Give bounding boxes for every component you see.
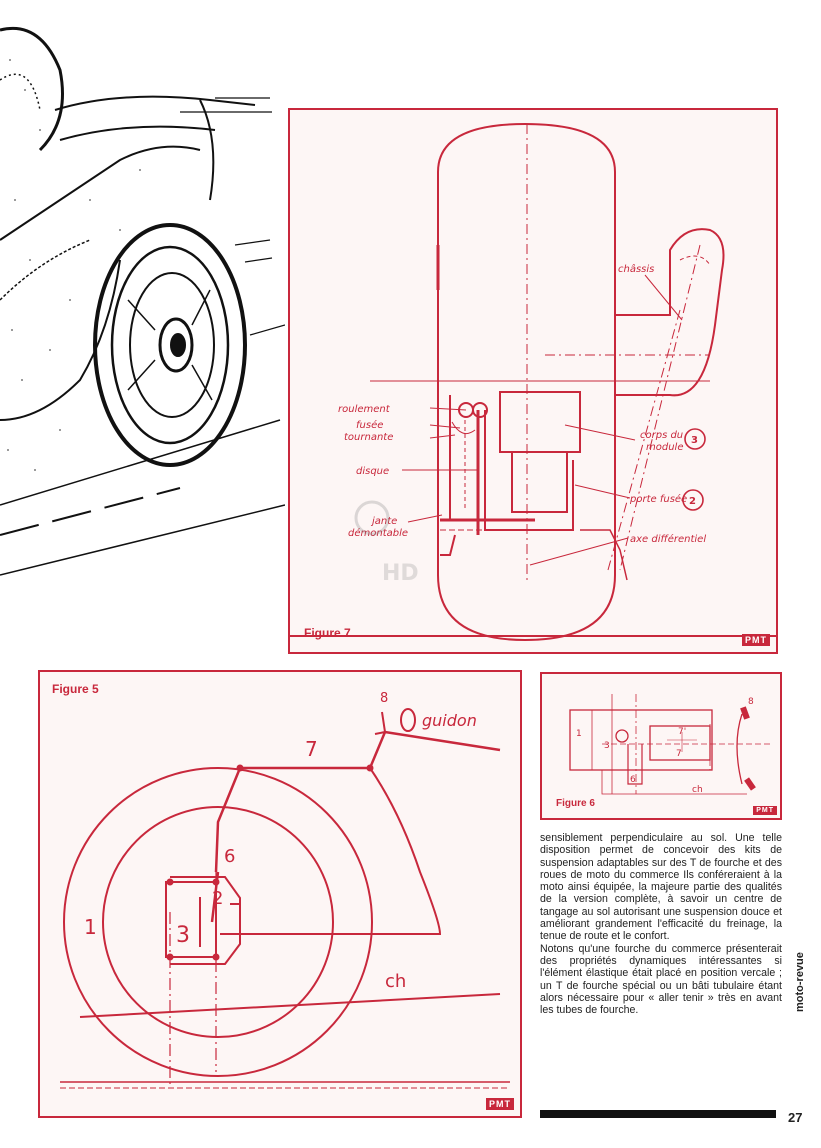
figure-7-panel: châssis roulement fusée tournante disque… [288, 108, 778, 654]
fig6-label-7: 7 [676, 749, 682, 759]
watermark-logo: HD [354, 500, 419, 586]
figure-6-drawing: 1 3 7' 7 6 8 ch [569, 694, 772, 795]
fig5-label-ch: ch [385, 971, 406, 992]
label-chassis: châssis [618, 263, 654, 275]
fig5-label-7: 7 [305, 737, 318, 761]
label-disque: disque [356, 466, 389, 477]
label-axe-differentiel: axe différentiel [630, 533, 706, 545]
fig6-label-ch: ch [692, 785, 703, 795]
label-tournante: tournante [344, 432, 393, 443]
fig5-label-3: 3 [176, 923, 190, 948]
label-corps-du: corps du [640, 430, 683, 441]
label-jante: jante [370, 516, 397, 527]
fig5-label-6: 6 [224, 846, 235, 867]
label-fusee: fusée [356, 419, 383, 431]
figure-7-caption: Figure 7 [304, 626, 351, 640]
fig5-label-1: 1 [84, 915, 97, 939]
label-porte-fusee: porte fusée [629, 493, 687, 505]
article-text: sensiblement perpendiculaire au sol. Une… [540, 832, 782, 1016]
label-porte-number: 2 [689, 496, 696, 507]
motorcycle-sketch [0, 26, 285, 576]
label-roulement: roulement [338, 404, 391, 415]
fig6-label-3: 3 [604, 741, 610, 751]
label-demontable: démontable [348, 527, 408, 539]
label-module: module [646, 442, 683, 453]
figure-5-drawing: 8 guidon 7 6 2 3 1 ch [60, 691, 510, 1089]
svg-text:HD: HD [382, 561, 419, 586]
article-paragraph-1: sensiblement perpendiculaire au sol. Une… [540, 832, 782, 943]
footer-rule [540, 1110, 776, 1118]
fig6-label-6: 6 [630, 775, 636, 785]
fig6-label-7p: 7' [678, 727, 686, 737]
fig6-label-8: 8 [748, 697, 754, 707]
page-number: 27 [788, 1110, 803, 1125]
figure-7-drawing: châssis roulement fusée tournante disque… [290, 122, 776, 642]
figure-6-panel: 1 3 7' 7 6 8 ch Figure 6 PMT [540, 672, 782, 820]
label-corps-number: 3 [691, 435, 698, 446]
fig5-label-guidon: guidon [422, 711, 477, 730]
pmt-logo: PMT [753, 806, 777, 815]
fig5-label-2: 2 [212, 888, 223, 909]
figure-6-caption: Figure 6 [556, 798, 595, 809]
figure-5-caption: Figure 5 [52, 682, 99, 696]
pmt-logo: PMT [486, 1098, 514, 1110]
magazine-name: moto-revue [794, 952, 806, 1012]
figure-5-panel: 8 guidon 7 6 2 3 1 ch Figure 5 PMT [38, 670, 522, 1118]
pmt-logo: PMT [742, 634, 770, 646]
fig5-label-8: 8 [380, 691, 388, 706]
fig6-label-1: 1 [576, 729, 582, 739]
article-paragraph-2: Notons qu'une fourche du commerce présen… [540, 942, 782, 1017]
